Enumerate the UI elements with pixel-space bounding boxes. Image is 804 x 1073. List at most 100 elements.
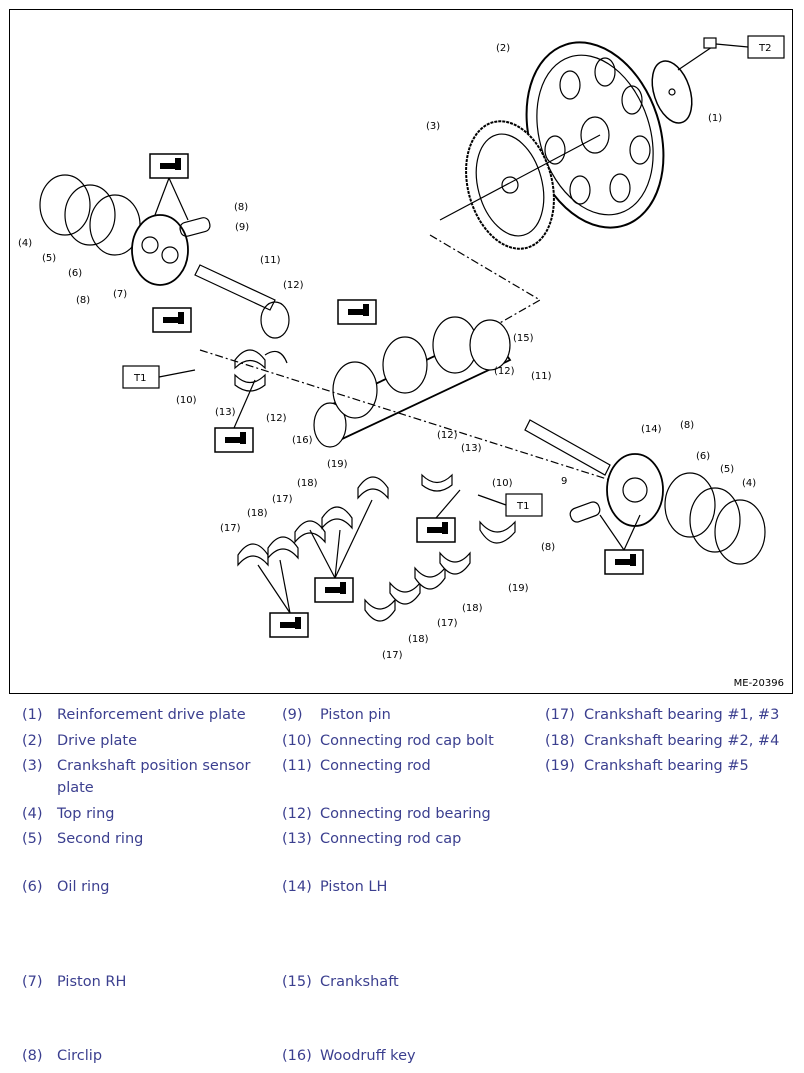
- legend-number: (5): [22, 831, 43, 847]
- callout: (17): [382, 650, 403, 661]
- callout: (11): [531, 371, 552, 382]
- callout: (17): [437, 618, 458, 629]
- callout: (12): [494, 366, 515, 377]
- legend-text: Crankshaft bearing #1, #3: [584, 707, 780, 723]
- legend-number: (9): [282, 707, 303, 723]
- callout: (19): [508, 583, 529, 594]
- legend-text: Top ring: [57, 806, 115, 822]
- piston-rh: [131, 214, 211, 286]
- legend-number: (18): [545, 733, 575, 749]
- legend-number: (17): [545, 707, 575, 723]
- second-ring-rh: [64, 184, 116, 246]
- connecting-rod-cap-lh: [421, 473, 453, 492]
- exploded-diagram: T2 T1 T1 (1) (2) (3) (4) (5) (6) (7) (8)…: [9, 9, 793, 694]
- legend-number: (2): [22, 733, 43, 749]
- legend-text: Oil ring: [57, 879, 110, 895]
- callout: (9): [235, 222, 249, 233]
- torque-label-t1-left: T1: [133, 373, 146, 384]
- legend-text: Piston pin: [320, 707, 391, 723]
- crankshaft-bearings: [237, 476, 516, 622]
- legend-number: (3): [22, 758, 43, 774]
- callout: (8): [76, 295, 90, 306]
- callout: (3): [426, 121, 440, 132]
- callout: (6): [68, 268, 82, 279]
- legend-text: Woodruff key: [320, 1048, 416, 1064]
- top-ring-rh: [39, 174, 91, 236]
- callout: (12): [266, 413, 287, 424]
- legend-number: (15): [282, 974, 312, 990]
- legend-text: Piston LH: [320, 879, 388, 895]
- torque-label-t2: T2: [758, 43, 771, 54]
- callout: (6): [696, 451, 710, 462]
- crankshaft-position-sensor-plate: [439, 120, 601, 250]
- legend-number: (12): [282, 806, 312, 822]
- oil-can-icon: [149, 153, 644, 638]
- callout: (18): [297, 478, 318, 489]
- legend-text: Connecting rod: [320, 758, 431, 774]
- connecting-rod-lh: [524, 419, 611, 476]
- callout: (17): [220, 523, 241, 534]
- legend-number: (7): [22, 974, 43, 990]
- callout: (15): [513, 333, 534, 344]
- legend-text: Crankshaft bearing #2, #4: [584, 733, 780, 749]
- legend-number: (16): [282, 1048, 312, 1064]
- legend-text: Connecting rod bearing: [320, 806, 491, 822]
- callout: (8): [541, 542, 555, 553]
- callout: (13): [215, 407, 236, 418]
- callout: (4): [18, 238, 32, 249]
- legend-number: (8): [22, 1048, 43, 1064]
- torque-label-t1-right: T1: [516, 501, 529, 512]
- legend-number: (6): [22, 879, 43, 895]
- callout: (1): [708, 113, 722, 124]
- legend-number: (4): [22, 806, 43, 822]
- legend-text: Connecting rod cap bolt: [320, 733, 494, 749]
- legend-number: (11): [282, 758, 312, 774]
- callout: (16): [292, 435, 313, 446]
- parts-legend: (1) Reinforcement drive plate (2) Drive …: [0, 700, 804, 1073]
- oil-ring-lh: [664, 472, 716, 538]
- callout: (2): [496, 43, 510, 54]
- legend-text: Crankshaft position sensor plate: [57, 758, 251, 796]
- callout: (4): [742, 478, 756, 489]
- connecting-rod-rh: [194, 264, 290, 339]
- legend-number: (13): [282, 831, 312, 847]
- callout: (14): [641, 424, 662, 435]
- piston-lh: [569, 453, 664, 527]
- legend-text: Connecting rod cap: [320, 831, 462, 847]
- second-ring-lh: [689, 487, 741, 553]
- callout: (12): [283, 280, 304, 291]
- diagram-canvas: T2 T1 T1 (1) (2) (3) (4) (5) (6) (7) (8)…: [18, 35, 785, 661]
- reinforcement-drive-plate: [651, 37, 717, 124]
- callout: (13): [461, 443, 482, 454]
- callout: (10): [492, 478, 513, 489]
- legend-number: (1): [22, 707, 43, 723]
- top-ring-lh: [714, 499, 766, 565]
- legend-text: Circlip: [57, 1048, 103, 1064]
- callout: (18): [462, 603, 483, 614]
- callout: (11): [260, 255, 281, 266]
- callout: (8): [680, 420, 694, 431]
- callout: (10): [176, 395, 197, 406]
- legend-text: Crankshaft: [320, 974, 399, 990]
- callout: (5): [720, 464, 734, 475]
- legend-text: Crankshaft bearing #5: [584, 758, 749, 774]
- legend-text: Drive plate: [57, 733, 137, 749]
- callout: (7): [113, 289, 127, 300]
- legend-text: Reinforcement drive plate: [57, 707, 246, 723]
- legend-text: Piston RH: [57, 974, 127, 990]
- reference-code: ME-20396: [733, 678, 784, 689]
- callout: (8): [234, 202, 248, 213]
- connecting-rod-cap-rh: [234, 373, 266, 392]
- callout: (18): [247, 508, 268, 519]
- callout: (17): [272, 494, 293, 505]
- legend-number: (19): [545, 758, 575, 774]
- drive-plate: [525, 41, 665, 229]
- crankshaft: [313, 316, 512, 448]
- legend-number: (10): [282, 733, 312, 749]
- legend-number: (14): [282, 879, 312, 895]
- callout: (12): [437, 430, 458, 441]
- callout: (18): [408, 634, 429, 645]
- callout: 9: [561, 476, 567, 487]
- callout: (5): [42, 253, 56, 264]
- legend-text: Second ring: [57, 831, 144, 847]
